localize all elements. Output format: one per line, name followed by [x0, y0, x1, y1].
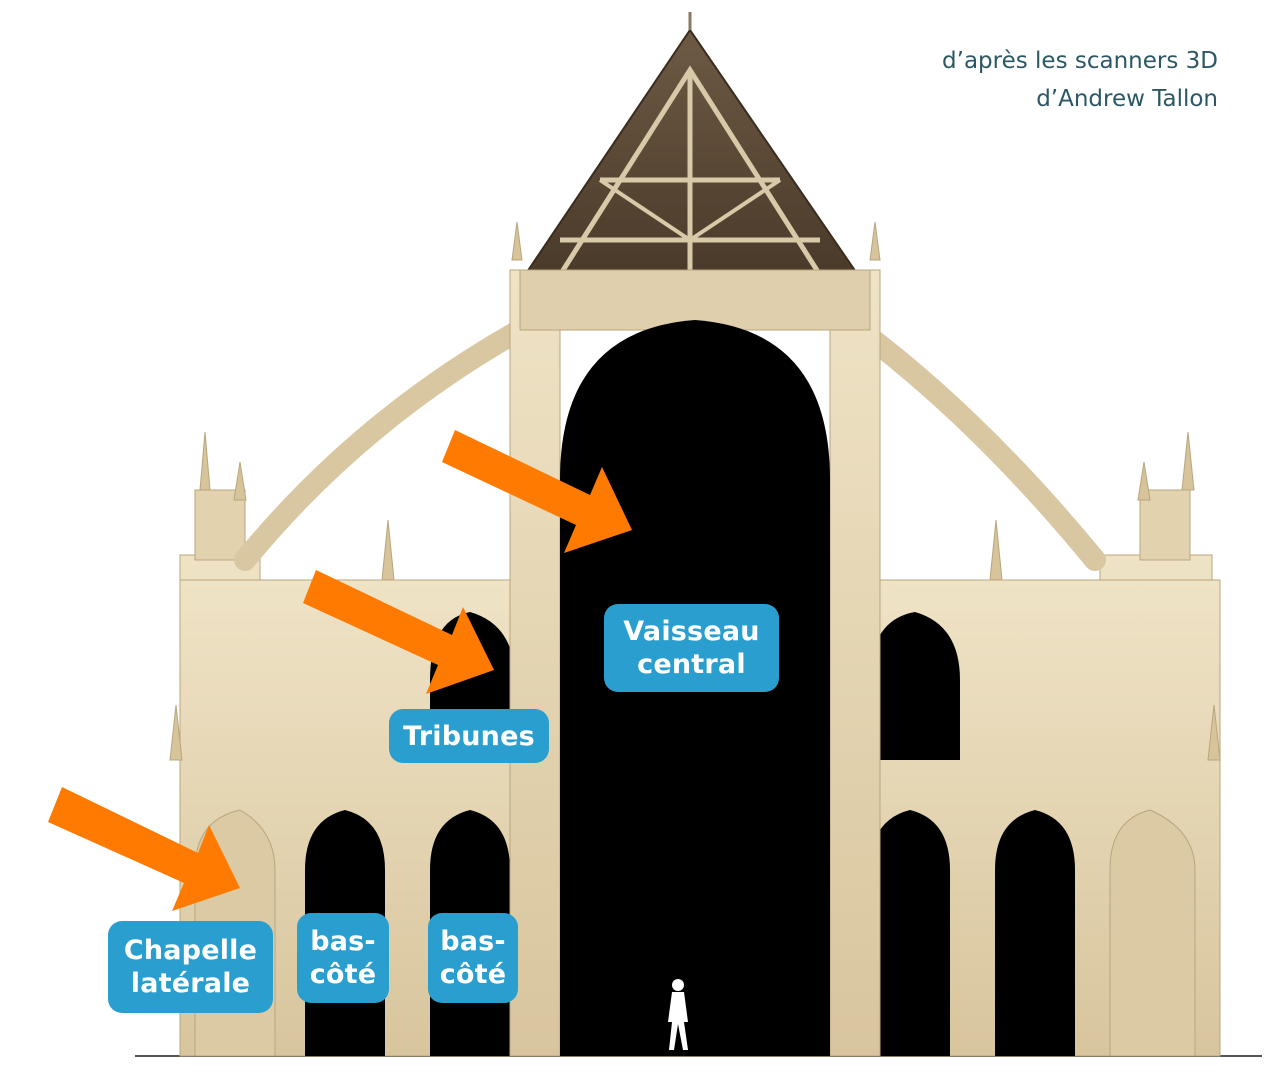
label-line: bas- — [310, 926, 376, 957]
label-line: bas- — [440, 926, 506, 957]
orange-arrow-icon — [48, 787, 240, 911]
label-bas-cote-1: bas- côté — [297, 913, 389, 1003]
label-bas-cote-2: bas- côté — [428, 913, 518, 1003]
source-credit: d’après les scanners 3D d’Andrew Tallon — [942, 42, 1218, 118]
credit-line-1: d’après les scanners 3D — [942, 48, 1218, 74]
label-vaisseau-central: Vaisseau central — [604, 604, 779, 692]
roof-frame — [523, 12, 860, 277]
nave-right-wall — [829, 269, 881, 1057]
label-line: latérale — [130, 968, 251, 999]
label-line: central — [637, 649, 746, 680]
label-line: côté — [439, 959, 507, 990]
label-line: côté — [309, 959, 377, 990]
label-chapelle-laterale: Chapelle latérale — [108, 921, 273, 1013]
label-line: Tribunes — [403, 720, 535, 752]
label-line: Vaisseau — [623, 616, 760, 647]
label-tribunes: Tribunes — [389, 709, 549, 763]
human-figure-icon — [668, 979, 688, 1050]
right-chapel — [1109, 809, 1196, 1057]
orange-arrow-icon — [442, 430, 632, 553]
nave-left-wall — [509, 269, 561, 1057]
label-line: Chapelle — [123, 935, 258, 966]
pinnacles — [169, 221, 1221, 761]
credit-line-2: d’Andrew Tallon — [1036, 86, 1218, 112]
orange-arrow-icon — [303, 570, 494, 694]
